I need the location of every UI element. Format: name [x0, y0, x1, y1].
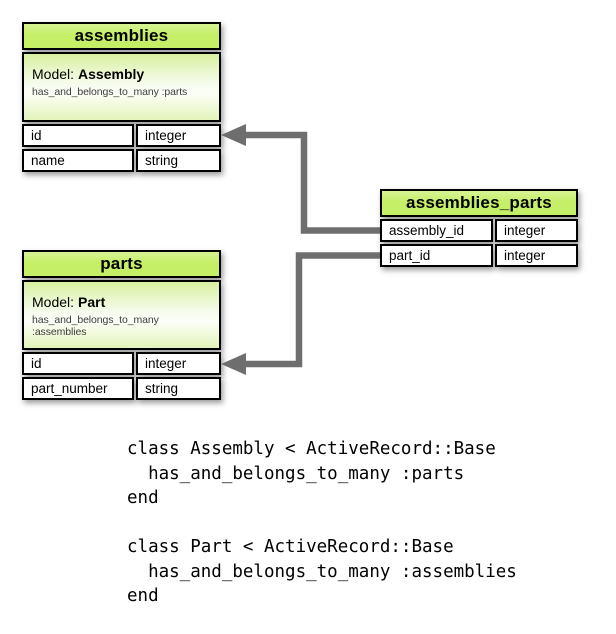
table-title: assemblies_parts	[380, 189, 578, 217]
model-name: Part	[78, 294, 106, 310]
table-parts: parts Model:Part has_and_belongs_to_many…	[22, 250, 221, 400]
column-type-cell: integer	[495, 244, 578, 267]
association-text: has_and_belongs_to_many :assemblies	[32, 314, 159, 338]
model-line: Model:Part	[32, 294, 211, 310]
fk-arrow-assembly-id	[221, 124, 380, 234]
code-block-part: class Part < ActiveRecord::Base has_and_…	[127, 537, 517, 606]
column-name-cell: id	[22, 352, 134, 375]
fk-arrow-part-id	[221, 252, 380, 375]
model-cell: Model:Assembly has_and_belongs_to_many :…	[22, 52, 221, 122]
column-name-cell: assembly_id	[380, 219, 493, 242]
column-name-cell: part_number	[22, 377, 134, 400]
column-type-cell: string	[136, 149, 221, 172]
model-label: Model:	[32, 66, 75, 82]
column-name-cell: part_id	[380, 244, 493, 267]
table-assemblies-parts: assemblies_parts assembly_id integer par…	[380, 189, 578, 267]
arrowhead-left-icon	[221, 353, 246, 375]
table-title: parts	[22, 250, 221, 278]
column-type-cell: integer	[495, 219, 578, 242]
column-type-cell: integer	[136, 352, 221, 375]
arrowhead-left-icon	[221, 124, 246, 146]
table-title: assemblies	[22, 22, 221, 50]
association-text: has_and_belongs_to_many :parts	[32, 86, 188, 98]
column-name-cell: id	[22, 124, 134, 147]
column-name-cell: name	[22, 149, 134, 172]
column-type-cell: integer	[136, 124, 221, 147]
model-cell: Model:Part has_and_belongs_to_many :asse…	[22, 280, 221, 350]
table-assemblies: assemblies Model:Assembly has_and_belong…	[22, 22, 221, 172]
model-label: Model:	[32, 294, 75, 310]
column-type-cell: string	[136, 377, 221, 400]
model-name: Assembly	[78, 66, 145, 82]
model-line: Model:Assembly	[32, 66, 211, 82]
code-block-assembly: class Assembly < ActiveRecord::Base has_…	[127, 439, 496, 508]
